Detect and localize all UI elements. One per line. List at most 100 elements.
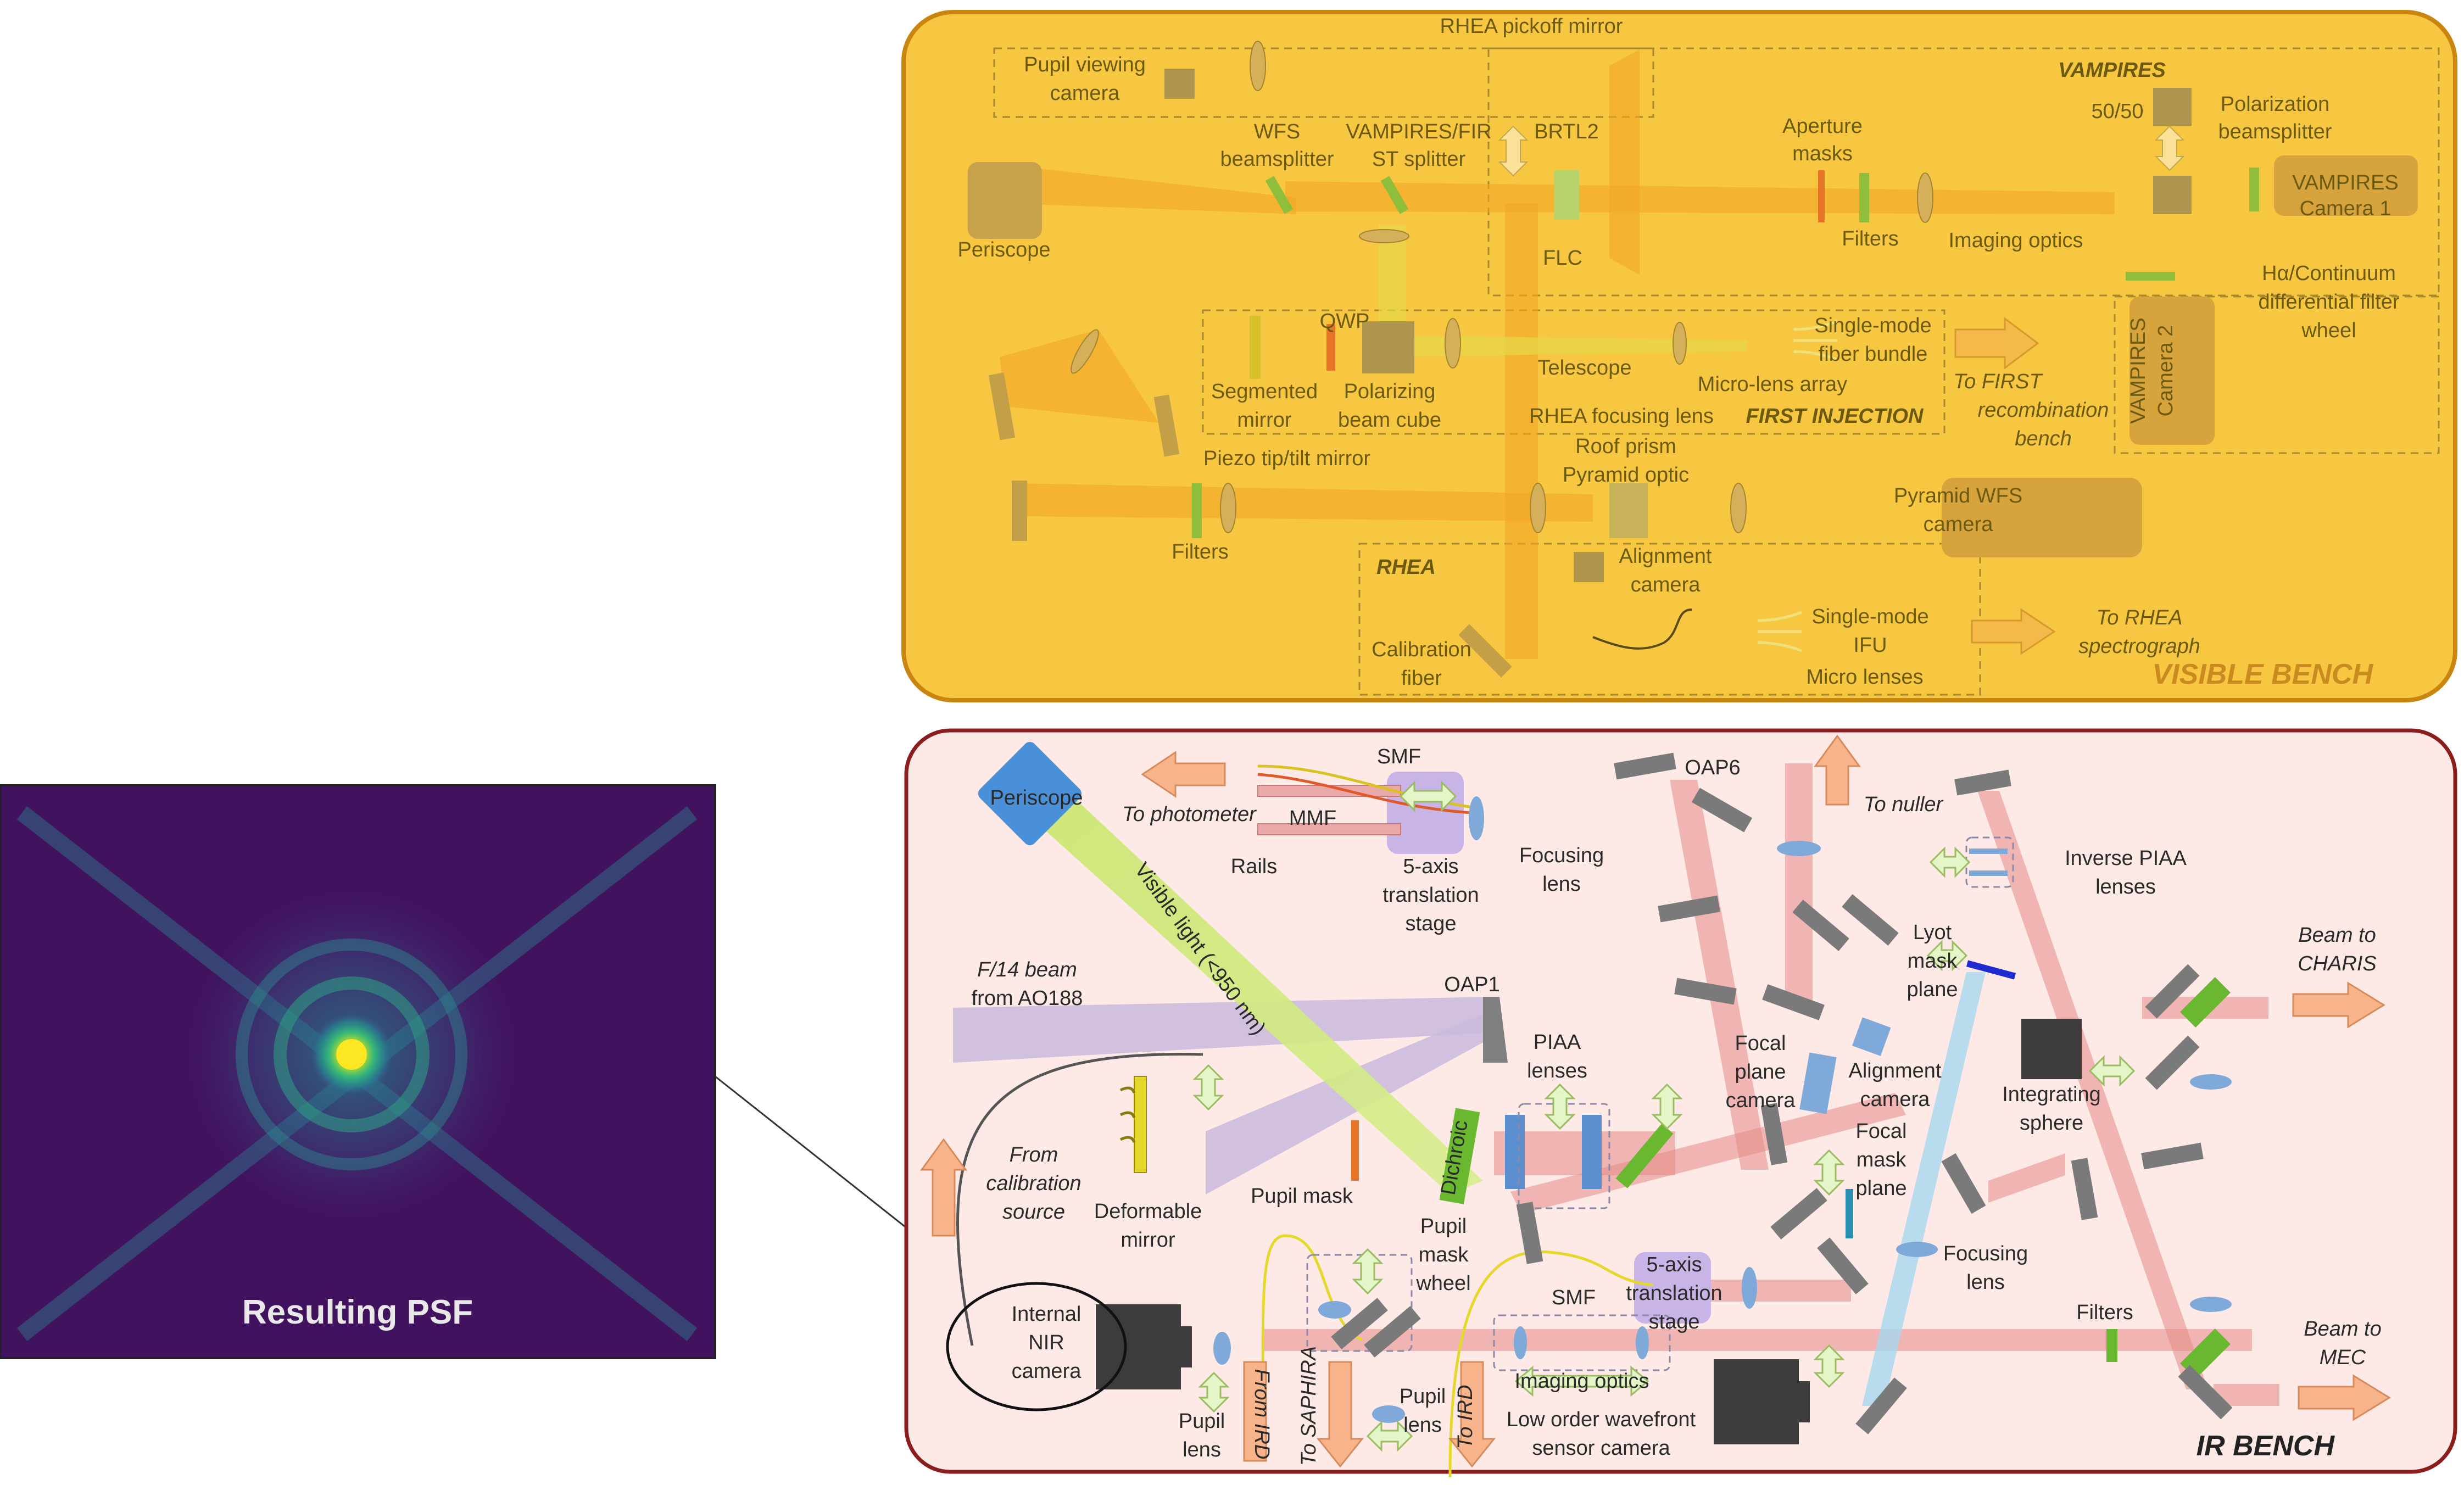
lowfs-camera-body	[1714, 1359, 1799, 1444]
rhea-box	[1358, 543, 1981, 696]
beam-piezo-2	[1016, 483, 1593, 522]
mirror-ir-4	[1762, 984, 1825, 1020]
label-pwfs-2: camera	[1924, 513, 1994, 536]
qwp-plate	[1326, 324, 1335, 371]
dichroic	[1439, 1108, 1480, 1204]
label-pbc-1: Polarizing	[1344, 380, 1436, 403]
label-filters-low: Filters	[1172, 540, 1228, 563]
label-mla: Micro-lens array	[1698, 373, 1847, 396]
arrow-to-ird	[1448, 1361, 1496, 1468]
fold-mirror-low	[1012, 481, 1027, 541]
arrow-to-first	[1954, 317, 2039, 370]
smf-focusing-lens	[1742, 1267, 1757, 1309]
periscope-ir	[978, 741, 1082, 846]
charis-lens	[2190, 1074, 2232, 1090]
label-align-vis-1: Alignment	[1619, 545, 1712, 568]
beam-rhea-vertical	[1505, 203, 1538, 659]
nir-pupil-lens	[1213, 1332, 1231, 1365]
stage-arrow-fmask	[1813, 1149, 1845, 1196]
mirror-ir-3	[1674, 978, 1737, 1005]
pupil-mask	[1351, 1120, 1359, 1181]
mirror-ir-16	[2178, 1365, 2233, 1420]
label-pupil-lens-1: Pupil	[1179, 1410, 1225, 1433]
psf-caption: Resulting PSF	[242, 1293, 473, 1331]
mirror-ir-2	[1658, 895, 1720, 923]
ir-beam-bottom	[1263, 1329, 2252, 1351]
stage-arrow-fifty	[2154, 125, 2185, 171]
ifu-strands	[1757, 611, 1802, 652]
vampires-camera2-box	[2114, 295, 2440, 454]
mirror-ir-1	[1691, 788, 1753, 833]
calibration-fiber-ir	[956, 1053, 1203, 1346]
label-calsrc-3: source	[1002, 1201, 1065, 1224]
label-pupil-lens-b-1: Pupil	[1400, 1385, 1446, 1408]
label-flc: FLC	[1543, 247, 1582, 270]
label-vcam2-1: VAMPIRES	[2127, 317, 2150, 424]
lens-vis-low	[1220, 483, 1236, 533]
label-smf-bundle-2: fiber bundle	[1819, 343, 1928, 366]
stage-arrow-nir	[1198, 1371, 1230, 1413]
mirror-ir-13	[2145, 964, 2200, 1019]
label-fpc-1: Focal	[1735, 1032, 1786, 1055]
label-to-saphira: To SAPHIRA	[1297, 1346, 1320, 1466]
label-to-ird: To IRD	[1454, 1385, 1477, 1449]
label-halpha-2: differential filter	[2259, 291, 2400, 314]
label-wfs-bs-2: beamsplitter	[1220, 148, 1334, 171]
piaa-lens-2	[1582, 1115, 1602, 1189]
saphira-lens	[1318, 1301, 1351, 1319]
vampires-pol-analyzer	[2249, 168, 2259, 211]
label-first-1: To FIRST	[1953, 370, 2043, 393]
translation-stage-top	[1387, 772, 1464, 854]
focusing-lens-low	[1896, 1242, 1938, 1257]
label-calsrc-2: calibration	[986, 1172, 1081, 1195]
label-aperture-2: masks	[1792, 142, 1853, 165]
beam-piezo-1	[1000, 330, 1159, 423]
label-nir-3: camera	[1012, 1360, 1082, 1383]
label-brtl2: BRTL2	[1534, 120, 1599, 143]
visible-light-beam	[1013, 774, 1483, 1194]
ir-bench-panel	[904, 728, 2457, 1474]
vampires-camera-1	[2274, 155, 2418, 216]
label-mec-1: Beam to	[2304, 1317, 2382, 1341]
rhea-fold-mirror	[1458, 624, 1512, 678]
lens-pyramid-out	[1730, 483, 1747, 533]
wfs-beamsplitter	[1265, 176, 1294, 214]
label-lyot-1: Lyot	[1913, 921, 1952, 944]
arrow-to-mec	[2298, 1374, 2391, 1421]
stage-arrow-mirror	[1651, 1083, 1683, 1130]
label-stage2-1: 5-axis	[1646, 1253, 1702, 1276]
label-calib-1: Calibration	[1372, 638, 1471, 661]
vampires-diff-filter	[2126, 272, 2175, 281]
label-inv-piaa-2: lenses	[2095, 875, 2156, 898]
imaging-lens-1	[1514, 1326, 1527, 1359]
mirror-ir-8	[1770, 1188, 1827, 1240]
label-smifu-1: Single-mode	[1811, 605, 1928, 628]
label-pupil-lens-b-2: lens	[1403, 1414, 1442, 1437]
beam-vampires	[1285, 181, 2115, 214]
label-telescope: Telescope	[1537, 356, 1631, 379]
label-inv-piaa-1: Inverse PIAA	[2065, 847, 2187, 870]
label-alcam-1: Alignment	[1849, 1059, 1942, 1082]
telescope-lens	[1445, 318, 1461, 369]
polarization-cube	[2153, 176, 2192, 214]
label-pwfs-1: Pyramid WFS	[1894, 484, 2022, 507]
stage-arrow-lowfs	[1813, 1344, 1845, 1388]
label-vamp-first-1: VAMPIRES/FIR	[1346, 120, 1491, 143]
periscope-optic	[968, 162, 1042, 239]
label-polbs-2: beamsplitter	[2218, 120, 2332, 143]
label-halpha-3: wheel	[2301, 319, 2356, 342]
label-wfs-bs-1: WFS	[1254, 120, 1300, 143]
label-to-photometer: To photometer	[1122, 803, 1257, 826]
nir-camera-highlight	[946, 1282, 1127, 1411]
stage-arrow-piaa	[1544, 1083, 1576, 1130]
arrow-to-charis	[2292, 981, 2385, 1029]
label-focusing-1: Focusing	[1519, 844, 1604, 867]
oap1	[1483, 997, 1508, 1063]
piezo-mirror-b	[1153, 394, 1180, 457]
polarizing-beam-cube	[1362, 321, 1414, 373]
label-vampires: VAMPIRES	[2058, 59, 2166, 82]
mirror-ir-6	[1842, 894, 1899, 946]
inv-piaa-1	[1969, 848, 2008, 854]
label-stage-1: 5-axis	[1403, 855, 1458, 878]
label-align-vis-2: camera	[1631, 573, 1701, 596]
